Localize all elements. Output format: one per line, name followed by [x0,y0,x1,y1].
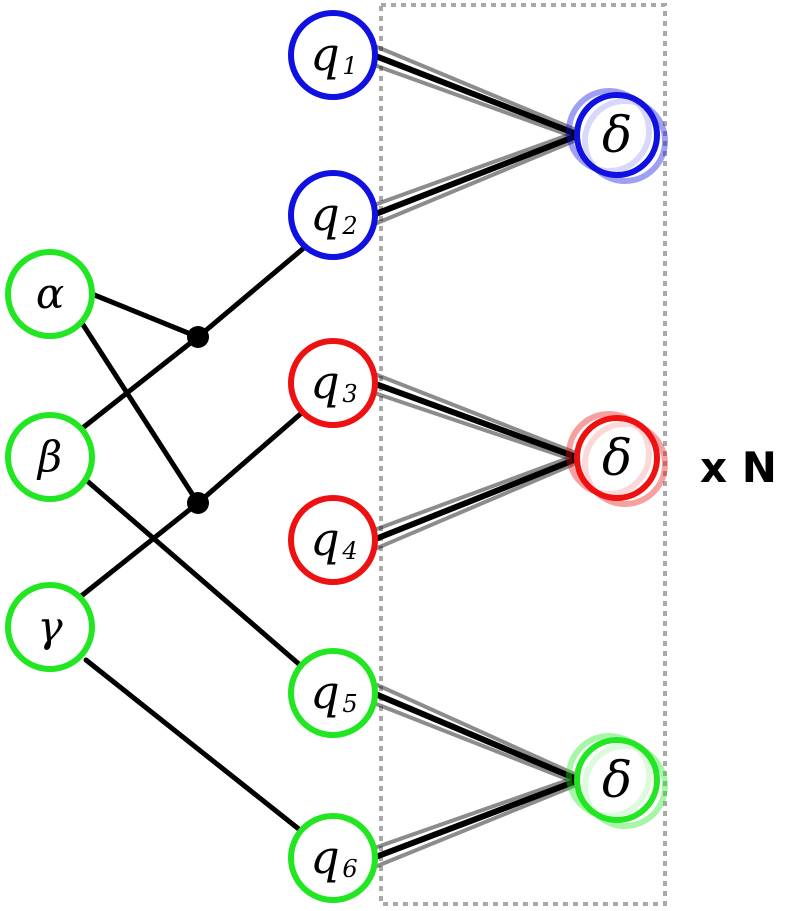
latent-node-q6-subscript: 6 [342,855,357,883]
edge-q2-delta-shadow-2 [375,136,582,226]
edge-q1-delta-shadow-1 [375,44,582,134]
edge-gamma-junction2 [77,500,201,600]
latent-node-q6-label: q [310,830,339,884]
edge-q4-delta-shadow-1 [368,452,579,534]
output-node-delta-3-label: δ [602,751,632,809]
latent-node-q2-label: q [310,187,339,241]
latent-node-q4-circle [288,495,378,585]
edge-q6-delta [371,777,581,861]
junction-dot-2 [187,492,209,514]
input-node-gamma-label: γ [37,602,63,651]
junction-dot-1 [187,326,209,348]
latent-node-q3-circle [288,338,378,428]
latent-node-q1-circle [288,10,378,100]
input-node-beta: β [5,412,95,502]
edge-q4-delta [371,455,581,543]
latent-node-q2-circle [288,170,378,260]
edge-gamma-q6 [83,657,303,833]
edge-q2-delta-shadow-1 [369,129,579,209]
latent-node-q1-label: q [310,27,339,81]
edge-q3-delta [371,380,581,461]
input-edges [77,244,308,833]
latent-node-q2: q 2 [288,170,378,260]
edge-q5-delta-shadow-1 [375,682,582,779]
edge-q2-delta [371,132,581,218]
edge-junction2-q3 [195,407,308,506]
output-node-delta-3: δ [566,733,668,829]
edge-q3-delta-shadow-2 [369,389,579,464]
latent-node-q4-subscript: 4 [341,537,357,565]
output-node-delta-1: δ [566,88,668,184]
edge-q1-delta [371,52,581,138]
latent-node-q5-circle [288,648,378,738]
plate-box [379,3,667,906]
edge-q4-delta-shadow-2 [375,459,582,551]
latent-node-q6: q 6 [288,813,378,903]
input-node-gamma-circle [5,582,95,672]
edge-alpha-junction2 [77,317,201,506]
edge-junction1-q2 [195,244,308,340]
edge-q5-delta [371,690,581,783]
input-node-alpha: α [5,249,95,339]
latent-node-q1: q 1 [288,10,378,100]
edge-q6-delta-shadow-1 [369,774,579,852]
latent-node-q4-label: q [310,512,339,566]
input-node-gamma: γ [5,582,95,672]
output-node-delta-2: δ [566,411,668,507]
latent-to-output-edges [368,44,582,869]
latent-node-q3-label: q [310,355,339,409]
edge-q6-delta-shadow-2 [375,781,582,869]
edge-q1-delta-shadow-2 [369,61,579,141]
latent-node-q5: q 5 [288,648,378,738]
latent-node-q3-subscript: 3 [342,380,357,408]
output-node-delta-2-label: δ [602,429,632,487]
output-node-delta-3-circle [574,737,660,823]
latent-node-q4: q 4 [288,495,378,585]
latent-node-q5-label: q [310,665,339,719]
output-node-delta-1-label: δ [602,106,632,164]
input-node-alpha-label: α [36,269,64,318]
output-node-delta-1-circle [574,92,660,178]
latent-node-q6-circle [288,813,378,903]
edge-q3-delta-shadow-1 [375,372,581,457]
output-node-delta-2-circle [574,415,660,501]
input-node-beta-label: β [36,432,62,481]
edge-beta-q5 [83,477,303,668]
latent-node-q1-subscript: 1 [342,52,357,80]
latent-node-q3: q 3 [288,338,378,428]
edge-q5-delta-shadow-2 [368,699,579,786]
edge-beta-junction1 [77,334,201,433]
plate-label: x N [700,443,777,492]
input-node-beta-circle [5,412,95,502]
latent-node-q5-subscript: 5 [342,690,357,718]
latent-node-q2-subscript: 2 [341,212,357,240]
edge-alpha-junction1 [89,291,201,340]
output-nodes: δ δ δ [566,88,668,829]
input-node-alpha-circle [5,249,95,339]
